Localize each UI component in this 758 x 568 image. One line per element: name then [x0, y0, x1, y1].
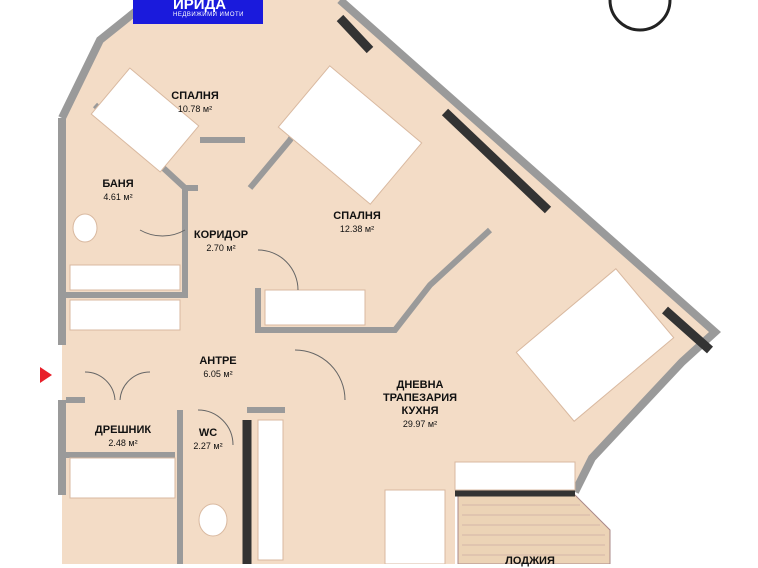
room-label-loggia: ЛОДЖИЯ: [505, 555, 555, 567]
loggia-floor: [457, 494, 611, 564]
compass-icon: [608, 0, 672, 32]
entry-arrow-icon: [40, 367, 52, 383]
logo: ИРИДА НЕДВИЖИМИ ИМОТИ: [133, 0, 263, 24]
